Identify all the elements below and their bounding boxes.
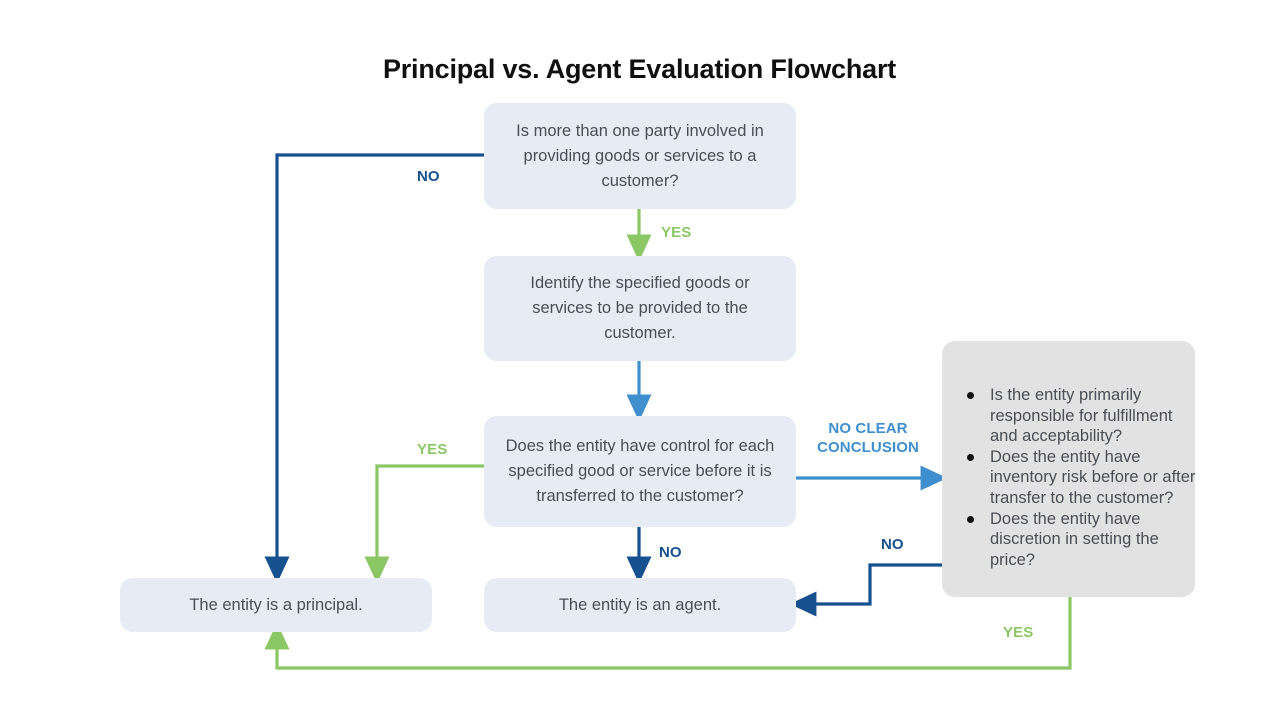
edge-label-no-control: NO (659, 544, 682, 561)
bullet-dot-icon (967, 392, 974, 399)
list-item: Does the entity have inventory risk befo… (964, 447, 1196, 509)
edge-label-yes-indicators: YES (1003, 624, 1034, 641)
node-text: Identify the specified goods or services… (530, 274, 750, 342)
indicators-bullet-list: Is the entity primarily responsible for … (964, 385, 1196, 570)
bullet-dot-icon (967, 453, 974, 461)
node-outcome-principal[interactable]: The entity is a principal. (120, 578, 432, 632)
connector-yes-control (364, 464, 484, 584)
connector-no-indicators (789, 563, 942, 617)
edge-label-yes-top: YES (661, 224, 692, 241)
node-text: Is more than one party involved in provi… (516, 121, 764, 190)
edge-label-yes-control: YES (417, 441, 448, 458)
node-q-control[interactable]: Does the entity have control for each sp… (484, 416, 796, 527)
node-text: Does the entity have control for each sp… (505, 437, 775, 505)
edge-label-no-top: NO (417, 168, 440, 185)
node-q-more-than-one-party[interactable]: Is more than one party involved in provi… (484, 103, 796, 209)
list-item-text: Is the entity primarily responsible for … (990, 386, 1173, 446)
node-text: The entity is a principal. (189, 595, 363, 614)
list-item-text: Does the entity have discretion in setti… (990, 509, 1159, 569)
node-outcome-agent[interactable]: The entity is an agent. (484, 578, 796, 632)
list-item-text: Does the entity have inventory risk befo… (990, 447, 1196, 507)
node-text: The entity is an agent. (558, 595, 722, 614)
list-item: Is the entity primarily responsible for … (964, 385, 1196, 447)
page-title: Principal vs. Agent Evaluation Flowchart (382, 54, 897, 84)
bullet-dot-icon (967, 515, 974, 523)
node-identify-specified-goods[interactable]: Identify the specified goods or services… (484, 256, 796, 361)
edge-label-no-clear-conclusion: NO CLEAR CONCLUSION (817, 420, 919, 456)
edge-label-no-indicators: NO (881, 536, 904, 553)
connector-no-top (264, 153, 484, 584)
list-item: Does the entity have discretion in setti… (964, 509, 1196, 571)
node-indicators-list[interactable]: Is the entity primarily responsible for … (942, 341, 1195, 597)
